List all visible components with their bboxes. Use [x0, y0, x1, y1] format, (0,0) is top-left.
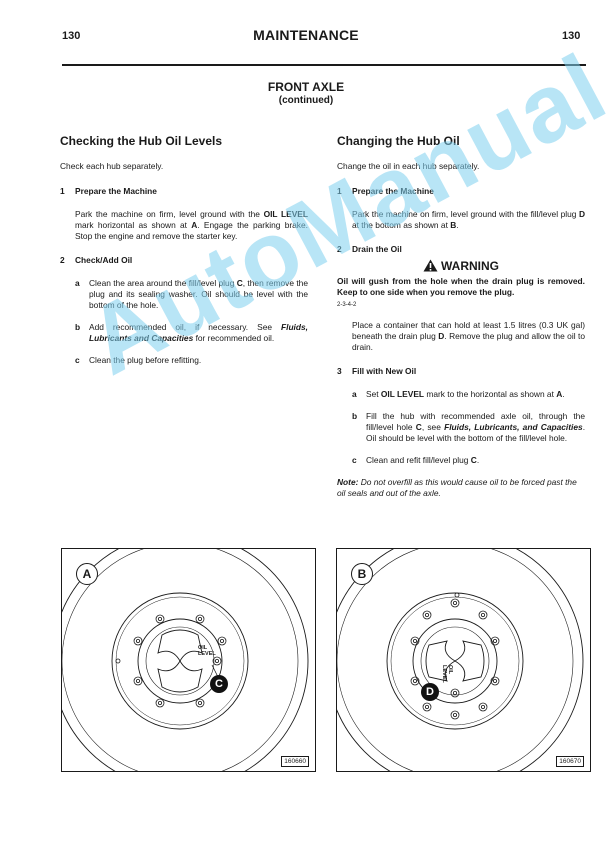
right-column: Changing the Hub Oil Change the oil in e… [337, 134, 586, 499]
left-column: Checking the Hub Oil Levels Check each h… [60, 134, 308, 377]
page-number-left: 130 [62, 30, 81, 42]
header-rule [62, 64, 586, 66]
right-intro: Change the oil in each hub separately. [337, 161, 480, 171]
left-intro: Check each hub separately. [60, 161, 164, 171]
page-number-right: 130 [562, 30, 581, 42]
right-heading: Changing the Hub Oil [337, 134, 460, 148]
figure-b-code: 160670 [556, 756, 584, 767]
warning-heading: WARNING [337, 259, 585, 272]
figure-a-label: A [76, 563, 98, 585]
right-step-1-text: Park the machine on firm, level ground w… [352, 209, 585, 230]
figure-a-code: 160660 [281, 756, 309, 767]
warning-code: 2-3-4-2 [337, 302, 357, 308]
section-subtitle: (continued) [278, 95, 334, 106]
page-header-title: MAINTENANCE [253, 27, 359, 43]
left-heading: Checking the Hub Oil Levels [60, 134, 223, 148]
callout-d: D [421, 683, 439, 701]
wheel-hub-illustration-a [62, 549, 309, 771]
warning-triangle-icon [423, 259, 438, 272]
warning-text: Oil will gush from the hole when the dra… [337, 276, 585, 297]
note-text: Note: Do not overfill as this would caus… [337, 477, 577, 498]
figure-b-label: B [351, 563, 373, 585]
callout-c: C [210, 675, 228, 693]
left-step-1-text: Park the machine on firm, level ground w… [75, 209, 308, 241]
wheel-hub-illustration-b [337, 549, 584, 771]
right-drain-text: Place a container that can hold at least… [352, 320, 586, 352]
section-title: FRONT AXLE [267, 80, 345, 94]
